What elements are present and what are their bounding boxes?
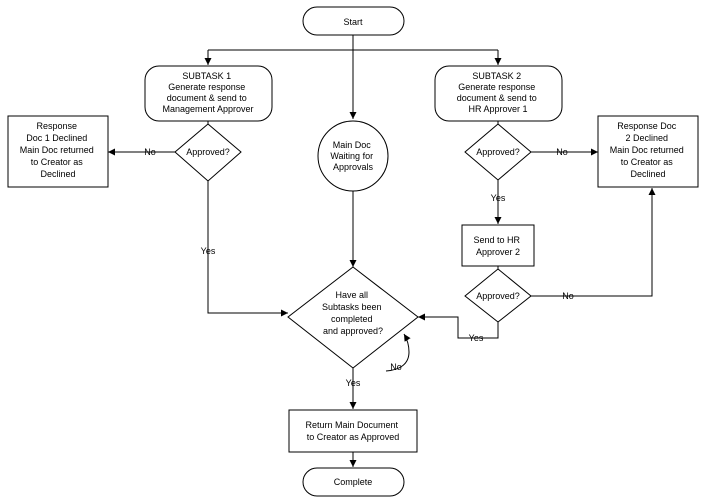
- connector-approved3-no: [531, 188, 656, 297]
- approved3-node: Approved?: [464, 268, 532, 323]
- approved1-diamond: [174, 123, 242, 182]
- edge-label-no-approved1: No: [144, 147, 156, 157]
- approved1-node: Approved?: [174, 123, 242, 182]
- approved3-diamond: [464, 268, 532, 323]
- approved3-label: Approved?: [476, 291, 520, 301]
- edge-label-yes-approved2: Yes: [491, 193, 506, 203]
- connectors: [108, 35, 656, 467]
- return-main-doc-node: Return Main Document to Creator as Appro…: [288, 409, 418, 453]
- response-doc2-declined-label: Response Doc 2 Declined Main Doc returne…: [610, 121, 687, 179]
- complete-label: Complete: [334, 477, 373, 487]
- send-hr-approver2-label: Send to HR Approver 2: [473, 235, 522, 257]
- approved2-label: Approved?: [476, 147, 520, 157]
- send-hr-approver2-node: Send to HR Approver 2: [461, 224, 535, 267]
- response-doc2-declined-box: [597, 115, 699, 188]
- main-doc-waiting-node: Main Doc Waiting for Approvals: [317, 120, 389, 192]
- return-main-doc-box: [288, 409, 418, 453]
- edge-label-yes-approved3: Yes: [469, 333, 484, 343]
- edge-label-no-approved2: No: [556, 147, 568, 157]
- edge-labels: No Yes No Yes No Yes No Yes: [144, 147, 574, 388]
- all-subtasks-check-node: Have all Subtasks been completed and app…: [287, 266, 419, 369]
- subtask2-label: SUBTASK 2 Generate response document & s…: [457, 71, 540, 114]
- complete-terminal: [302, 467, 405, 497]
- approved1-label: Approved?: [186, 147, 230, 157]
- connector-approved1-yes: [207, 181, 288, 317]
- subtask1-node: SUBTASK 1 Generate response document & s…: [144, 65, 273, 122]
- approved2-node: Approved?: [464, 123, 532, 181]
- edge-label-no-loop: No: [390, 362, 402, 372]
- all-subtasks-check-diamond: [287, 266, 419, 369]
- send-hr-approver2-box: [461, 224, 535, 267]
- start-node: Start: [302, 6, 405, 36]
- all-subtasks-check-label: Have all Subtasks been completed and app…: [322, 290, 384, 336]
- return-main-doc-label: Return Main Document to Creator as Appro…: [305, 420, 400, 442]
- response-doc2-declined-node: Response Doc 2 Declined Main Doc returne…: [597, 115, 699, 188]
- edge-label-yes-approved1: Yes: [201, 246, 216, 256]
- subtask2-box: [434, 65, 563, 122]
- main-doc-waiting-label: Main Doc Waiting for Approvals: [330, 140, 375, 172]
- complete-node: Complete: [302, 467, 405, 497]
- edge-label-no-approved3: No: [562, 291, 574, 301]
- response-doc1-declined-label: Response Doc 1 Declined Main Doc returne…: [20, 121, 97, 179]
- subtask1-label: SUBTASK 1 Generate response document & s…: [162, 71, 253, 114]
- edge-label-yes-final: Yes: [346, 378, 361, 388]
- start-label: Start: [343, 17, 363, 27]
- approved2-diamond: [464, 123, 532, 181]
- response-doc1-declined-node: Response Doc 1 Declined Main Doc returne…: [7, 115, 109, 188]
- subtask1-box: [144, 65, 273, 122]
- response-doc1-declined-box: [7, 115, 109, 188]
- subtask2-node: SUBTASK 2 Generate response document & s…: [434, 65, 563, 122]
- main-doc-waiting-circle: [317, 120, 389, 192]
- start-terminal: [302, 6, 405, 36]
- connector-check-no-loop: [385, 333, 411, 372]
- connector-approved3-yes: [418, 313, 499, 339]
